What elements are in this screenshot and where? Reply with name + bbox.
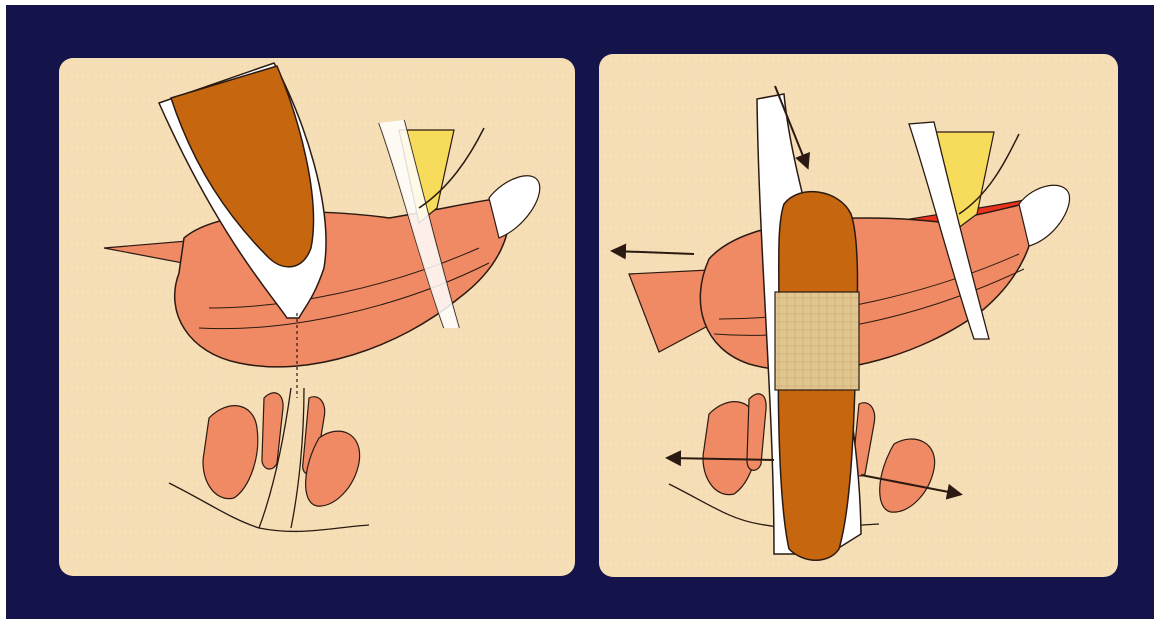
panel-left bbox=[59, 58, 575, 576]
panel-right bbox=[599, 54, 1118, 577]
tan-band bbox=[775, 292, 859, 390]
panel-right-illustration bbox=[599, 54, 1118, 577]
panel-left-illustration bbox=[59, 58, 575, 576]
